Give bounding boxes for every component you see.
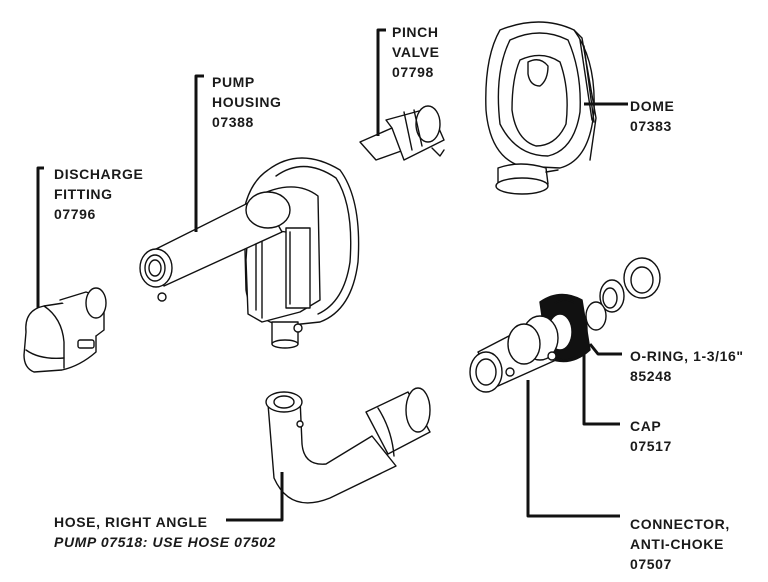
label-hose: HOSE, RIGHT ANGLE PUMP 07518: USE HOSE 0… <box>54 512 276 552</box>
discharge-fitting-drawing <box>23 287 107 373</box>
connector-name-2: ANTI-CHOKE <box>630 536 724 552</box>
label-cap: CAP 07517 <box>630 416 672 456</box>
connector-number: 07507 <box>630 556 672 572</box>
pinch-valve-drawing <box>359 105 445 161</box>
leader-connector <box>526 380 620 518</box>
label-dome: DOME 07383 <box>630 96 674 136</box>
hose-note: PUMP 07518: USE HOSE 07502 <box>54 534 277 550</box>
connector-name-1: CONNECTOR, <box>630 516 730 532</box>
label-o-ring: O-RING, 1-3/16" 85248 <box>630 346 744 386</box>
label-connector: CONNECTOR, ANTI-CHOKE 07507 <box>630 514 730 574</box>
o-ring-name: O-RING, 1-3/16" <box>630 348 744 364</box>
pinch-valve-name-2: VALVE <box>392 44 440 60</box>
leader-pinch-valve <box>376 28 386 136</box>
label-discharge-fitting: DISCHARGE FITTING 07796 <box>54 164 143 224</box>
pinch-valve-name-1: PINCH <box>392 24 439 40</box>
pinch-valve-number: 07798 <box>392 64 434 80</box>
dome-drawing <box>485 21 597 195</box>
pump-housing-number: 07388 <box>212 114 254 130</box>
label-pump-housing: PUMP HOUSING 07388 <box>212 72 282 132</box>
leader-discharge-fitting <box>36 166 44 308</box>
cap-number: 07517 <box>630 438 672 454</box>
label-pinch-valve: PINCH VALVE 07798 <box>392 22 440 82</box>
discharge-fitting-number: 07796 <box>54 206 96 222</box>
leader-lines <box>36 28 628 522</box>
leader-hose <box>226 472 284 522</box>
pump-housing-drawing <box>139 157 360 349</box>
cap-name: CAP <box>630 418 662 434</box>
leader-pump-housing <box>194 74 204 232</box>
hose-drawing <box>265 387 431 504</box>
pump-housing-name-1: PUMP <box>212 74 255 90</box>
leader-cap <box>582 354 620 426</box>
discharge-fitting-name-1: DISCHARGE <box>54 166 144 182</box>
connector-assembly-drawing <box>469 257 661 393</box>
hose-name: HOSE, RIGHT ANGLE <box>54 514 208 530</box>
o-ring-number: 85248 <box>630 368 672 384</box>
discharge-fitting-name-2: FITTING <box>54 186 113 202</box>
dome-name: DOME <box>630 98 675 114</box>
leader-o-ring <box>588 343 622 356</box>
dome-number: 07383 <box>630 118 672 134</box>
pump-housing-name-2: HOUSING <box>212 94 282 110</box>
